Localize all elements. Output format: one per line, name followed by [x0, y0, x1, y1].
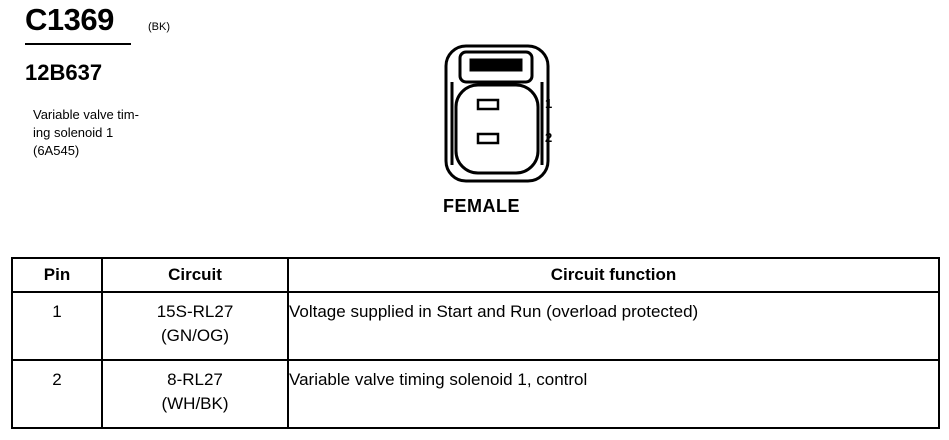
pin-cavity-2: [476, 132, 500, 145]
cell-pin: 2: [11, 359, 103, 429]
table-row: 2 8-RL27 (WH/BK) Variable valve timing s…: [11, 359, 940, 429]
connector-color-code: (BK): [148, 21, 170, 33]
circuit-id: 15S-RL27: [156, 302, 234, 321]
circuit-wire-color: (WH/BK): [161, 394, 229, 413]
pinout-table: Pin Circuit Circuit function 1 15S-RL27 …: [11, 257, 940, 429]
connector-id: C1369: [25, 2, 114, 37]
table-header-row: Pin Circuit Circuit function: [11, 257, 940, 293]
header-circuit: Circuit: [101, 257, 289, 293]
circuit-id: 8-RL27: [167, 370, 223, 389]
pin-label-2: 2: [545, 130, 553, 145]
connector-latch-inner: [469, 58, 523, 72]
connector-face-drawing: [444, 44, 550, 183]
description-line: ing solenoid 1: [33, 125, 114, 140]
header-circuit-function: Circuit function: [287, 257, 940, 293]
pin-cavity-1: [476, 98, 500, 111]
cell-circuit-function: Voltage supplied in Start and Run (overl…: [287, 291, 940, 361]
pin-label-1: 1: [545, 96, 553, 111]
description-line: (6A545): [33, 143, 80, 158]
title-underline: [25, 43, 131, 45]
description-line: Variable valve tim-: [33, 107, 139, 122]
component-description: Variable valve tim- ing solenoid 1 (6A54…: [33, 106, 203, 160]
connector-latch-outer: [458, 50, 534, 84]
cell-circuit: 15S-RL27 (GN/OG): [101, 291, 289, 361]
cell-circuit-function: Variable valve timing solenoid 1, contro…: [287, 359, 940, 429]
part-number: 12B637: [25, 60, 103, 85]
connector-housing-outline: [444, 44, 550, 183]
table-row: 1 15S-RL27 (GN/OG) Voltage supplied in S…: [11, 291, 940, 361]
connector-inner-body: [454, 83, 540, 175]
connector-gender-label: FEMALE: [443, 196, 520, 216]
cell-circuit: 8-RL27 (WH/BK): [101, 359, 289, 429]
cell-pin: 1: [11, 291, 103, 361]
header-pin: Pin: [11, 257, 103, 293]
circuit-wire-color: (GN/OG): [161, 326, 229, 345]
